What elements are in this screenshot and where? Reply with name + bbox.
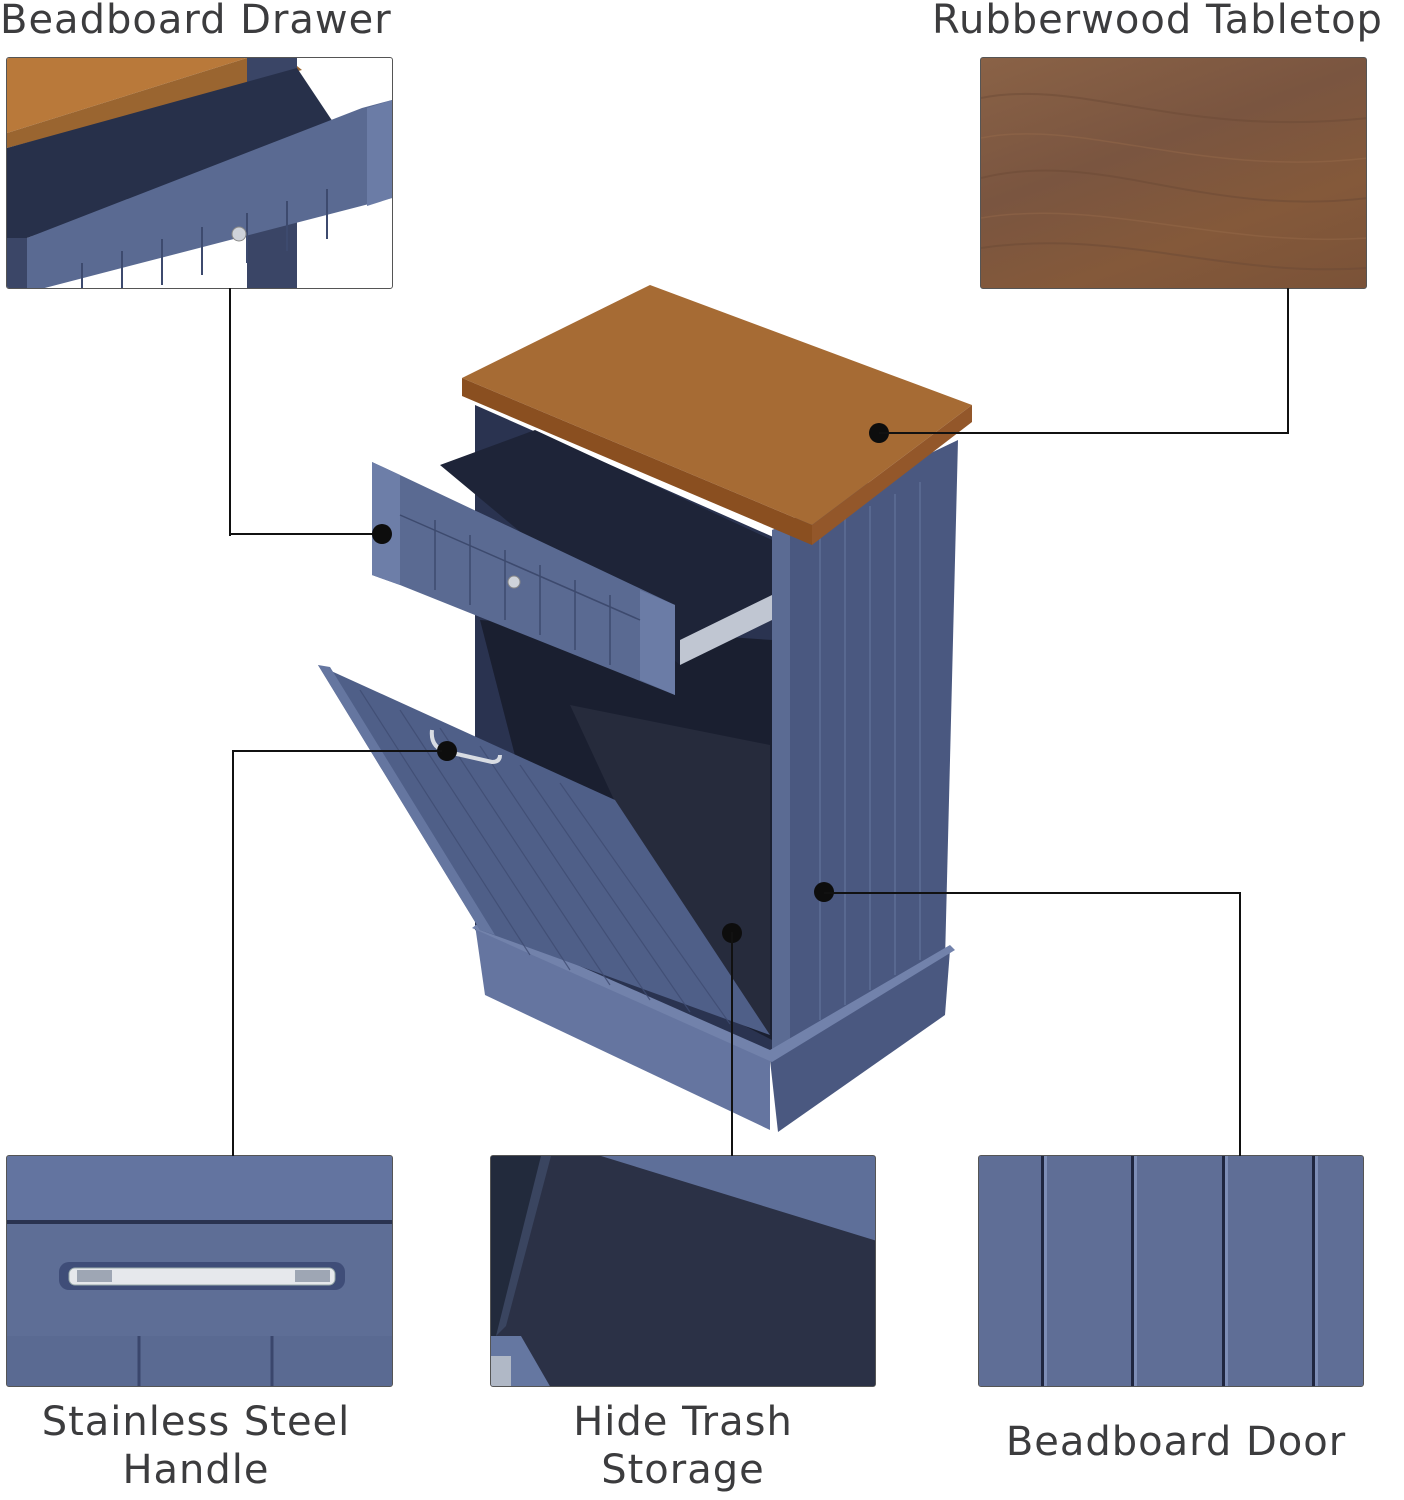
label-trash-line1: Hide Trash [573, 1399, 793, 1445]
callout-line-drawer-horizontal [229, 533, 381, 535]
callout-line-trash-vertical [731, 932, 733, 1156]
drawer-knob-icon [507, 575, 521, 589]
callout-line-drawer-vertical [229, 288, 231, 536]
label-trash-line2: Storage [601, 1447, 765, 1493]
beadboard-texture [979, 1156, 1363, 1386]
label-rubberwood-tabletop: Rubberwood Tabletop [932, 0, 1383, 43]
callout-line-handle-vertical [232, 750, 234, 1156]
label-handle-line1: Stainless Steel [41, 1399, 351, 1445]
cabinet-side-panel [780, 440, 958, 1060]
callout-line-tabletop-vertical [1287, 288, 1289, 434]
handle-detail-illustration [7, 1156, 392, 1386]
callout-line-tabletop-horizontal [879, 432, 1289, 434]
steel-handle-icon [68, 1267, 336, 1286]
drawer-front [372, 462, 675, 695]
handle-detail-panel [6, 1155, 393, 1387]
drawer-knob-icon [231, 226, 247, 242]
trash-detail-illustration [491, 1156, 875, 1386]
callout-line-door-vertical [1239, 892, 1241, 1156]
label-hide-trash-storage: Hide Trash Storage [490, 1398, 876, 1494]
label-beadboard-door: Beadboard Door [1005, 1419, 1347, 1465]
drawer-detail-panel [6, 57, 393, 289]
wood-grain-texture [981, 92, 1366, 271]
rubberwood-tabletop [462, 285, 972, 525]
trash-cabinet-illustration [318, 285, 972, 1132]
callout-line-door-horizontal [824, 892, 1241, 894]
label-beadboard-drawer: Beadboard Drawer [0, 0, 392, 43]
label-stainless-steel-handle: Stainless Steel Handle [0, 1398, 392, 1494]
tabletop-detail-panel [980, 57, 1367, 289]
callout-dot-handle [437, 741, 457, 761]
drawer-detail-illustration [7, 58, 392, 288]
label-handle-line2: Handle [122, 1447, 270, 1493]
callout-dot-drawer [372, 524, 392, 544]
door-handle-icon [429, 729, 502, 765]
trash-detail-panel [490, 1155, 876, 1387]
door-detail-panel [978, 1155, 1364, 1387]
callout-line-handle-horizontal [232, 750, 442, 752]
